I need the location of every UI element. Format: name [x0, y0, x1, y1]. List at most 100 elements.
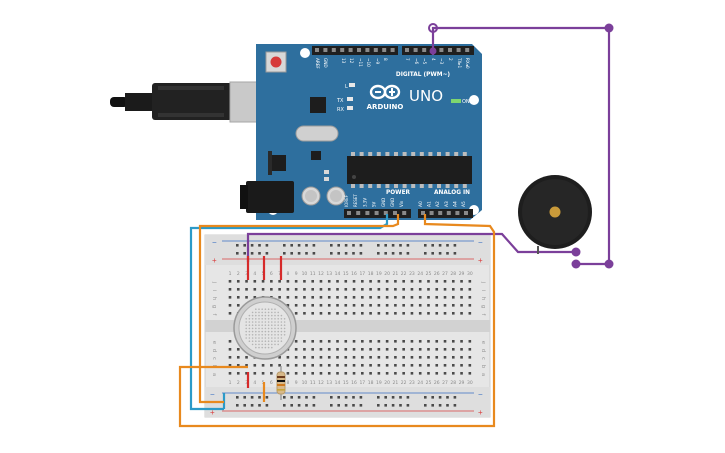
terminal-hole[interactable] — [402, 280, 405, 283]
terminal-hole[interactable] — [451, 340, 455, 343]
terminal-hole[interactable] — [228, 340, 232, 343]
terminal-hole[interactable] — [286, 364, 290, 367]
header-pin[interactable] — [438, 211, 443, 215]
terminal-hole[interactable] — [261, 372, 265, 375]
terminal-hole[interactable] — [311, 304, 314, 307]
rail-hole[interactable] — [377, 404, 380, 407]
terminal-hole[interactable] — [286, 372, 290, 375]
terminal-hole[interactable] — [294, 348, 298, 351]
terminal-hole[interactable] — [245, 280, 248, 283]
rail-hole[interactable] — [344, 404, 348, 407]
rail-hole[interactable] — [352, 244, 355, 247]
terminal-hole[interactable] — [427, 304, 430, 307]
rail-hole[interactable] — [453, 252, 457, 255]
terminal-hole[interactable] — [319, 280, 323, 283]
terminal-hole[interactable] — [319, 340, 323, 343]
rail-hole[interactable] — [236, 396, 239, 399]
terminal-hole[interactable] — [369, 280, 372, 283]
rail-hole[interactable] — [330, 396, 333, 399]
rail-hole[interactable] — [399, 244, 402, 247]
terminal-hole[interactable] — [294, 356, 298, 359]
terminal-hole[interactable] — [228, 364, 232, 367]
terminal-hole[interactable] — [468, 312, 472, 315]
terminal-hole[interactable] — [451, 304, 455, 307]
terminal-hole[interactable] — [443, 304, 447, 307]
header-pin[interactable] — [373, 48, 378, 52]
terminal-hole[interactable] — [286, 304, 290, 307]
terminal-hole[interactable] — [294, 372, 298, 375]
terminal-hole[interactable] — [418, 304, 422, 307]
terminal-hole[interactable] — [228, 280, 232, 283]
terminal-hole[interactable] — [236, 364, 240, 367]
rail-hole[interactable] — [446, 404, 449, 407]
terminal-hole[interactable] — [261, 288, 265, 291]
terminal-hole[interactable] — [294, 304, 298, 307]
rail-hole[interactable] — [297, 252, 301, 255]
terminal-hole[interactable] — [327, 288, 331, 291]
terminal-hole[interactable] — [418, 348, 422, 351]
terminal-hole[interactable] — [377, 340, 381, 343]
terminal-hole[interactable] — [443, 372, 447, 375]
terminal-hole[interactable] — [451, 296, 455, 299]
terminal-hole[interactable] — [377, 364, 381, 367]
terminal-hole[interactable] — [344, 372, 348, 375]
terminal-hole[interactable] — [385, 288, 389, 291]
rail-hole[interactable] — [446, 252, 449, 255]
rail-hole[interactable] — [391, 252, 395, 255]
terminal-hole[interactable] — [451, 364, 455, 367]
terminal-hole[interactable] — [460, 348, 463, 351]
rail-hole[interactable] — [243, 252, 246, 255]
terminal-hole[interactable] — [319, 356, 323, 359]
rail-hole[interactable] — [424, 404, 427, 407]
rail-hole[interactable] — [377, 252, 380, 255]
terminal-hole[interactable] — [336, 312, 339, 315]
terminal-hole[interactable] — [385, 340, 389, 343]
terminal-hole[interactable] — [245, 296, 248, 299]
terminal-hole[interactable] — [377, 280, 381, 283]
rail-hole[interactable] — [283, 252, 286, 255]
terminal-hole[interactable] — [311, 340, 314, 343]
rail-hole[interactable] — [344, 252, 348, 255]
header-pin[interactable] — [383, 211, 388, 215]
terminal-hole[interactable] — [394, 340, 397, 343]
terminal-hole[interactable] — [294, 340, 298, 343]
header-pin[interactable] — [455, 211, 460, 215]
header-pin[interactable] — [421, 211, 425, 215]
terminal-hole[interactable] — [410, 356, 414, 359]
terminal-hole[interactable] — [253, 296, 257, 299]
rail-hole[interactable] — [406, 404, 410, 407]
terminal-hole[interactable] — [369, 340, 372, 343]
rail-hole[interactable] — [359, 252, 363, 255]
terminal-hole[interactable] — [278, 296, 281, 299]
rail-hole[interactable] — [352, 404, 355, 407]
terminal-hole[interactable] — [245, 364, 248, 367]
terminal-hole[interactable] — [286, 280, 290, 283]
terminal-hole[interactable] — [253, 288, 257, 291]
header-pin[interactable] — [365, 48, 370, 52]
terminal-hole[interactable] — [435, 312, 439, 315]
terminal-hole[interactable] — [377, 296, 381, 299]
terminal-hole[interactable] — [352, 288, 356, 291]
terminal-hole[interactable] — [369, 372, 372, 375]
terminal-hole[interactable] — [460, 312, 463, 315]
header-pin[interactable] — [465, 48, 470, 52]
rail-hole[interactable] — [305, 396, 308, 399]
terminal-hole[interactable] — [443, 296, 447, 299]
terminal-hole[interactable] — [418, 288, 422, 291]
terminal-hole[interactable] — [311, 296, 314, 299]
header-pin[interactable] — [446, 211, 451, 215]
terminal-hole[interactable] — [451, 280, 455, 283]
rail-hole[interactable] — [330, 244, 333, 247]
terminal-hole[interactable] — [451, 288, 455, 291]
terminal-hole[interactable] — [303, 348, 306, 351]
terminal-hole[interactable] — [228, 372, 232, 375]
terminal-hole[interactable] — [361, 288, 364, 291]
rail-hole[interactable] — [258, 244, 261, 247]
terminal-hole[interactable] — [245, 356, 248, 359]
terminal-hole[interactable] — [427, 356, 430, 359]
header-pin[interactable] — [422, 48, 427, 52]
terminal-hole[interactable] — [319, 288, 323, 291]
rail-hole[interactable] — [453, 404, 457, 407]
terminal-hole[interactable] — [327, 296, 331, 299]
terminal-hole[interactable] — [369, 356, 372, 359]
